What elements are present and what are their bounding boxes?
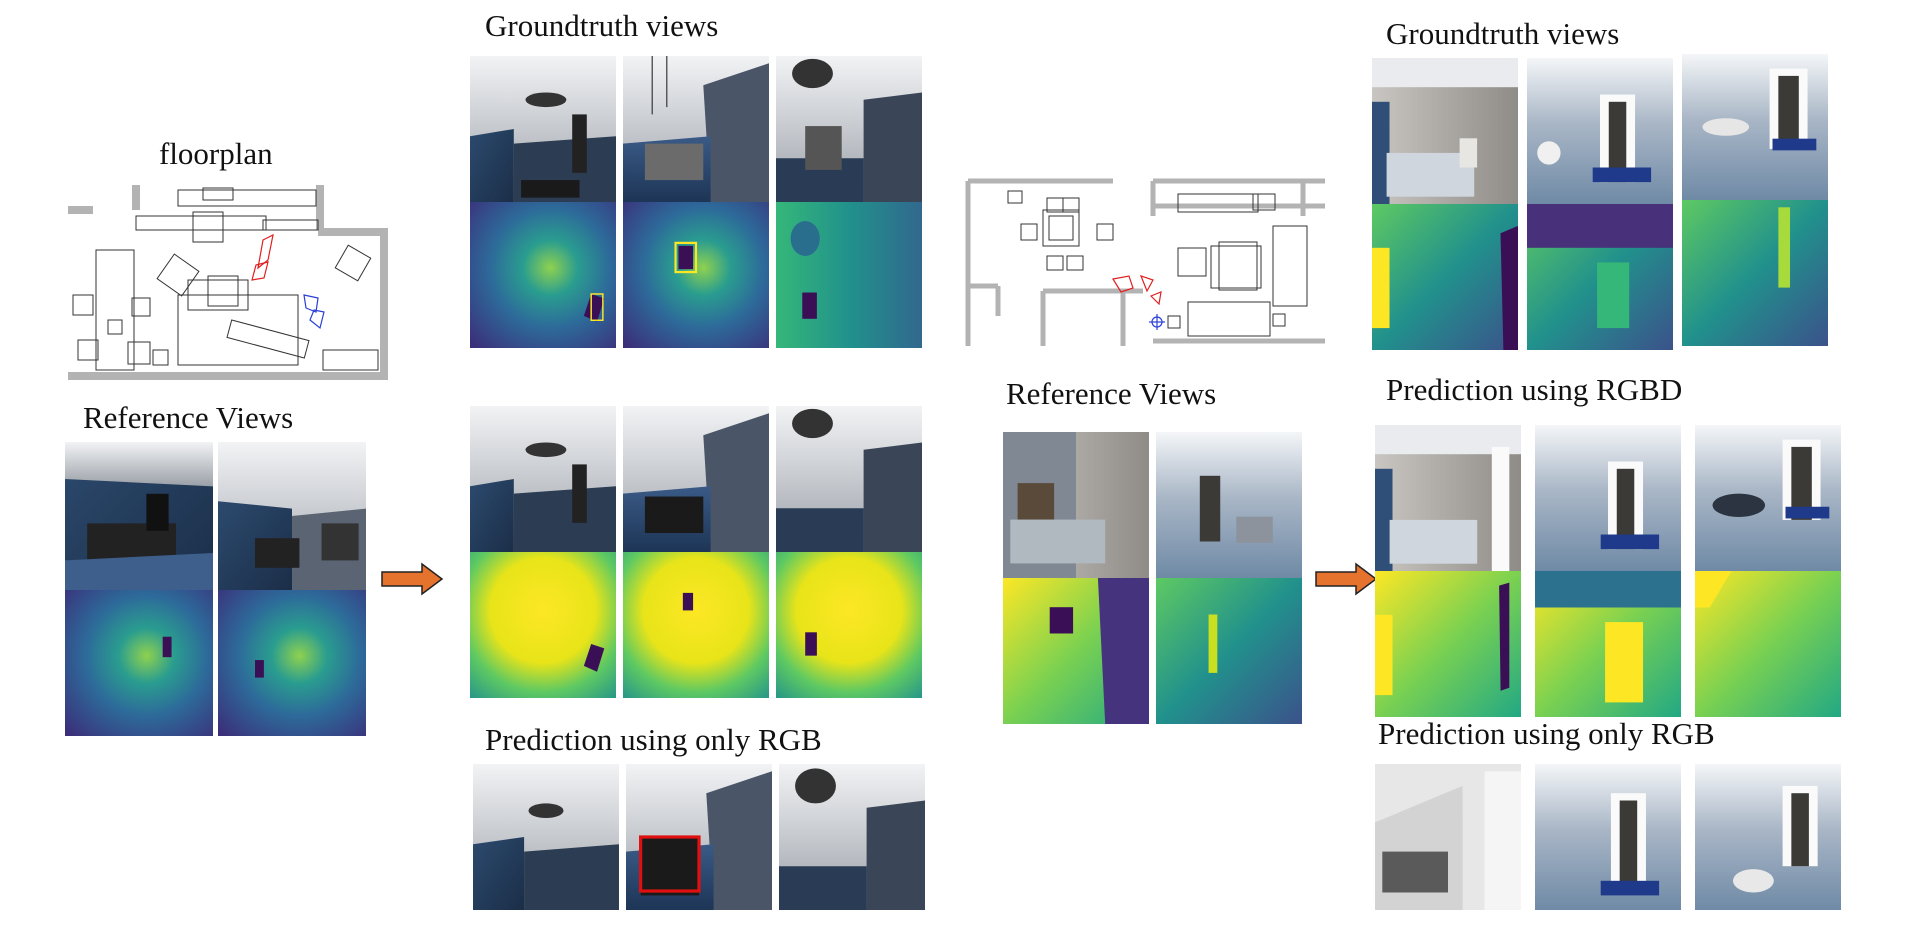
ref-left-rgb-1 [65,442,213,590]
floorplan-label: floorplan [159,136,273,171]
pred-rgbd-right-depth-2 [1535,571,1681,717]
ref-left-rgb-2 [218,442,366,590]
pred-rgb-left-2 [626,764,772,910]
floorplan-left [68,185,388,380]
pred-rgbd-left-rgb-3 [776,406,922,552]
ref-right-depth-2 [1156,578,1302,724]
ref-left-depth-1 [65,590,213,736]
reference-views-label-right: Reference Views [1006,376,1217,411]
highlight-box [638,835,701,893]
ref-right-rgb-2 [1156,432,1302,578]
pred-rgbd-right-rgb-2 [1535,425,1681,571]
pred-rgbd-right-rgb-3 [1695,425,1841,571]
pred-rgb-left-3 [779,764,925,910]
pred-rgbd-left-depth-2 [623,552,769,698]
gt-right-depth-1 [1372,204,1518,350]
prediction-rgbd-label-right: Prediction using RGBD [1386,372,1683,407]
gt-left-depth-1 [470,202,616,348]
pred-rgbd-right-rgb-1 [1375,425,1521,571]
pred-rgb-right-3 [1695,764,1841,910]
gt-left-rgb-3 [776,56,922,202]
pred-rgbd-left-depth-1 [470,552,616,698]
pred-rgbd-right-depth-1 [1375,571,1521,717]
floorplan-right [965,178,1325,346]
pred-rgbd-right-depth-3 [1695,571,1841,717]
pred-rgb-right-1 [1375,764,1521,910]
pred-rgb-right-2 [1535,764,1681,910]
arrow-right-icon-2 [1315,562,1378,596]
groundtruth-label-right: Groundtruth views [1386,16,1620,51]
gt-right-depth-3 [1682,200,1828,346]
gt-right-rgb-1 [1372,58,1518,204]
prediction-rgb-label-left: Prediction using only RGB [485,722,822,757]
gt-left-rgb-1 [470,56,616,202]
gt-left-depth-2 [623,202,769,348]
gt-right-rgb-3 [1682,54,1828,200]
ref-right-depth-1 [1003,578,1149,724]
pred-rgbd-left-rgb-2 [623,406,769,552]
ref-left-depth-2 [218,590,366,736]
pred-rgb-left-1 [473,764,619,910]
gt-right-rgb-2 [1527,58,1673,204]
gt-right-depth-2 [1527,204,1673,350]
arrow-right-icon [381,562,444,596]
prediction-rgb-label-right: Prediction using only RGB [1378,716,1715,751]
pred-rgbd-left-rgb-1 [470,406,616,552]
groundtruth-label-left: Groundtruth views [485,8,719,43]
reference-views-label-left: Reference Views [83,400,294,435]
gt-left-depth-3 [776,202,922,348]
pred-rgbd-left-depth-3 [776,552,922,698]
ref-right-rgb-1 [1003,432,1149,578]
gt-left-rgb-2 [623,56,769,202]
